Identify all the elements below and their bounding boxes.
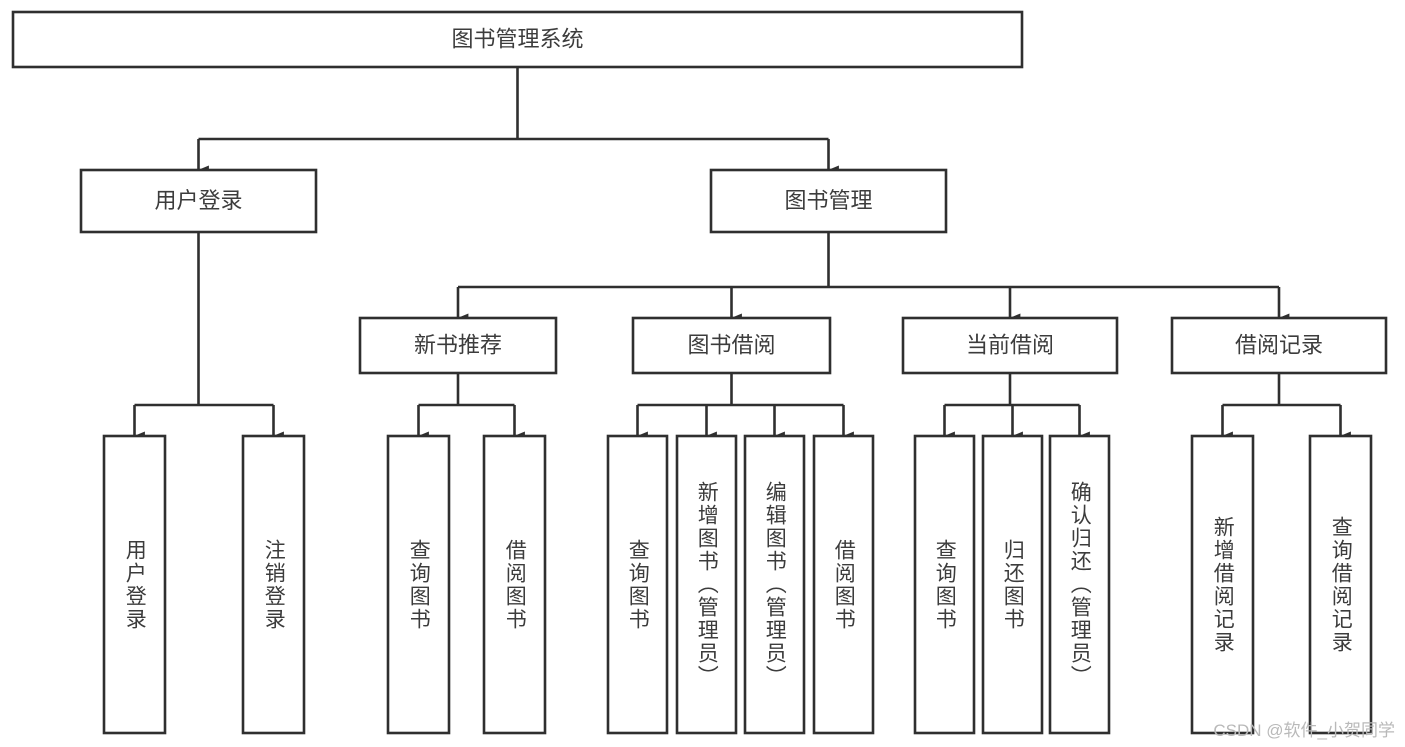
node-label: 图书管理 [784,188,872,213]
node-leaf-borrow-book-rec[interactable] [482,434,547,735]
node-leaf-add-borrow-record[interactable] [1190,434,1255,735]
node-box[interactable] [482,434,547,735]
node-leaf-borrow-book[interactable] [812,434,875,735]
node-box[interactable] [1048,434,1111,735]
node-leaf-edit-book-admin[interactable] [743,434,806,735]
node-box[interactable] [358,316,558,375]
node-label: 新书推荐 [414,332,502,357]
node-box[interactable] [743,434,806,735]
node-leaf-add-book-admin[interactable] [675,434,738,735]
node-leaf-query-book-cur[interactable] [913,434,976,735]
node-label: 借阅记录 [1235,332,1323,357]
node-root[interactable]: 图书管理系统 [11,10,1024,69]
node-box[interactable] [241,434,306,735]
node-leaf-user-logout[interactable] [241,434,306,735]
node-box[interactable] [913,434,976,735]
node-leaf-confirm-return-admin[interactable] [1048,434,1111,735]
node-book-manage[interactable]: 图书管理 [709,168,948,234]
node-box[interactable] [675,434,738,735]
node-label: 用户登录 [154,188,242,213]
node-box[interactable] [11,10,1024,69]
node-box[interactable] [901,316,1119,375]
connector-layer [133,67,1351,441]
node-user-login[interactable]: 用户登录 [79,168,318,234]
node-book-borrow[interactable]: 图书借阅 [631,316,832,375]
node-box[interactable] [606,434,669,735]
node-box[interactable] [709,168,948,234]
node-label: 图书借阅 [687,332,775,357]
node-new-book-rec[interactable]: 新书推荐 [358,316,558,375]
node-box[interactable] [631,316,832,375]
node-box[interactable] [1190,434,1255,735]
node-box[interactable] [1308,434,1373,735]
node-label: 当前借阅 [966,332,1054,357]
node-leaf-query-book-rec[interactable] [386,434,451,735]
node-current-borrow[interactable]: 当前借阅 [901,316,1119,375]
node-box[interactable] [386,434,451,735]
node-box[interactable] [981,434,1044,735]
node-label: 图书管理系统 [451,26,583,51]
node-leaf-query-book-borrow[interactable] [606,434,669,735]
node-box[interactable] [812,434,875,735]
node-leaf-query-borrow-record[interactable] [1308,434,1373,735]
node-box[interactable] [102,434,167,735]
watermark-text: CSDN @软件_小贺同学 [1213,721,1395,740]
node-leaf-return-book[interactable] [981,434,1044,735]
node-leaf-user-login[interactable] [102,434,167,735]
node-box[interactable] [79,168,318,234]
node-borrow-record[interactable]: 借阅记录 [1170,316,1388,375]
node-box[interactable] [1170,316,1388,375]
